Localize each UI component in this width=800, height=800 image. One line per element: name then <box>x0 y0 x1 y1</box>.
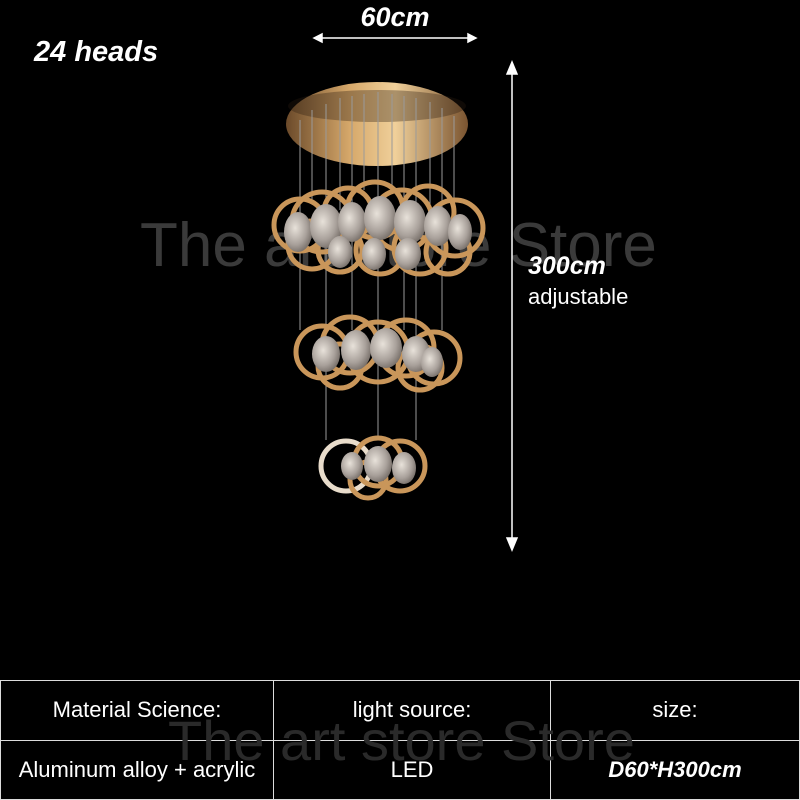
middle-tier-discs <box>312 328 443 377</box>
value-material: Aluminum alloy + acrylic <box>0 739 274 800</box>
value-light-source: LED <box>273 739 551 800</box>
height-adjustable-note: adjustable <box>528 284 629 309</box>
heads-count-label: 24 heads <box>34 36 159 68</box>
width-label: 60cm <box>360 2 430 32</box>
specs-table: Material Science: light source: size: Al… <box>0 680 800 800</box>
width-dimension-arrow <box>312 32 478 44</box>
height-dimension-arrow <box>505 60 519 552</box>
height-label: 300cm <box>528 252 606 280</box>
specs-header-row: Material Science: light source: size: <box>0 680 800 741</box>
bottom-tier-discs <box>341 446 416 484</box>
header-light-source: light source: <box>273 680 551 741</box>
ceiling-canopy <box>286 82 468 166</box>
header-material: Material Science: <box>0 680 274 741</box>
value-size: D60*H300cm <box>550 739 800 800</box>
chandelier-image <box>271 32 519 552</box>
header-size: size: <box>550 680 800 741</box>
top-tier-discs <box>284 196 472 270</box>
specs-value-row: Aluminum alloy + acrylic LED D60*H300cm <box>0 739 800 800</box>
